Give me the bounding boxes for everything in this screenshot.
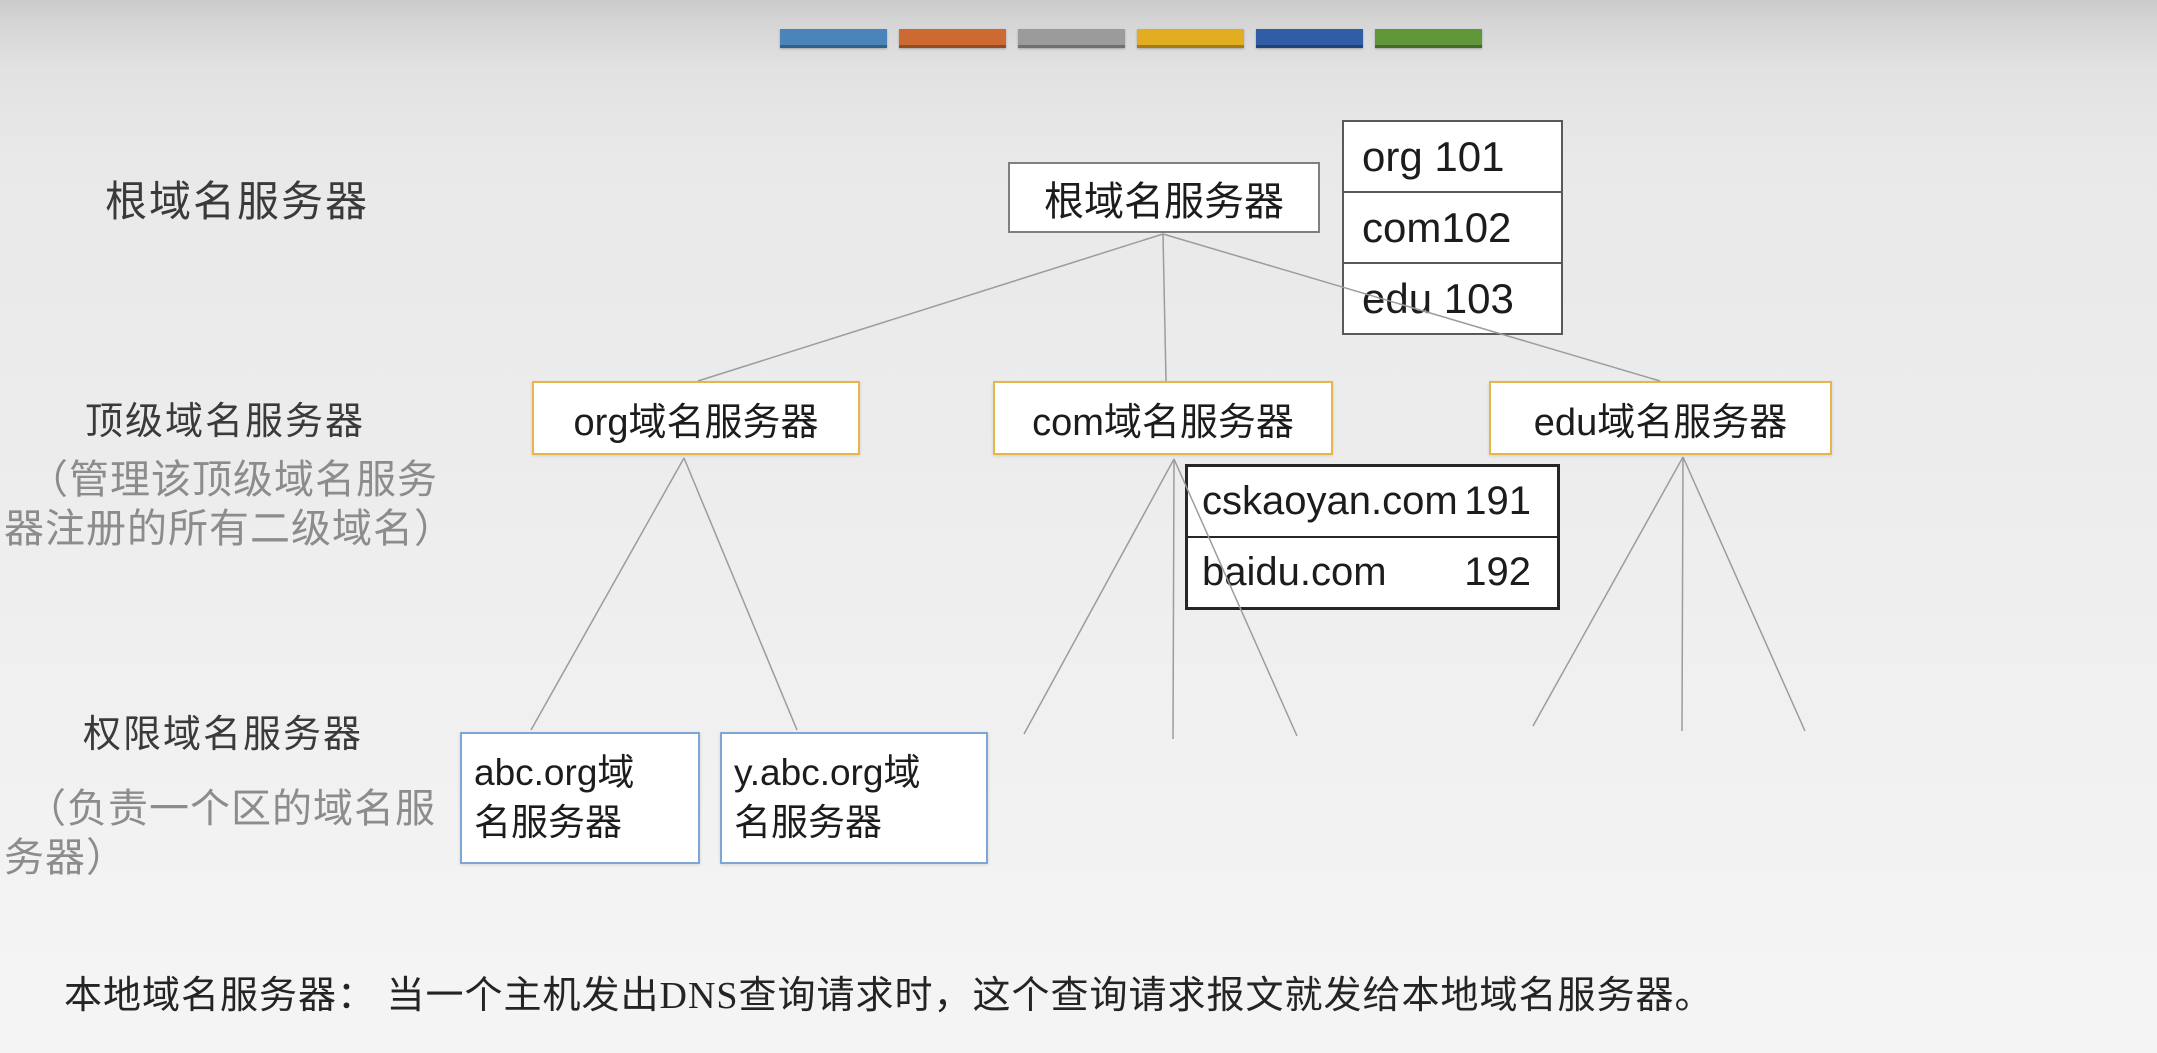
com-zone-table-row: baidu.com 192	[1188, 538, 1557, 607]
domain-name: baidu.com	[1202, 550, 1387, 594]
decorative-bar-orange	[899, 29, 1006, 48]
auth-server-box-y-abc-org: y.abc.org域 名服务器	[720, 732, 988, 864]
connector-edu-child-right	[1682, 456, 1806, 732]
row-label-tld-note-line2: 器注册的所有二级域名）	[4, 506, 455, 551]
decorative-bar-gray	[1018, 29, 1125, 48]
com-zone-table: cskaoyan.com 191 baidu.com 192	[1185, 464, 1560, 610]
auth-server-box-abc-org: abc.org域 名服务器	[460, 732, 700, 864]
decorative-bar-navy	[1256, 29, 1363, 48]
connector-root-to-org	[697, 233, 1164, 382]
connector-com-child-middle	[1172, 458, 1175, 740]
auth-server-label-line1: y.abc.org域	[734, 752, 921, 793]
root-zone-table: org 101 com102 edu 103	[1342, 120, 1563, 335]
root-zone-table-row: edu 103	[1362, 274, 1514, 322]
auth-server-label-line2: 名服务器	[734, 801, 882, 843]
com-zone-table-row: cskaoyan.com 191	[1188, 467, 1557, 538]
root-zone-table-row: com102	[1344, 193, 1561, 264]
domain-id: 192	[1464, 550, 1531, 594]
row-label-auth-note-line2: 务器）	[4, 835, 127, 880]
decorative-bar-blue	[780, 29, 887, 48]
tld-server-box-com: com域名服务器	[993, 381, 1333, 455]
root-zone-table-row: org 101	[1344, 122, 1561, 193]
connector-org-to-y-abc	[683, 457, 798, 731]
row-label-auth-title: 权限域名服务器	[83, 714, 364, 756]
connector-com-child-left	[1023, 458, 1175, 735]
root-server-box: 根域名服务器	[1008, 162, 1320, 233]
domain-id: 191	[1464, 479, 1531, 523]
local-dns-note: 本地域名服务器： 当一个主机发出DNS查询请求时，这个查询请求报文就发给本地域名…	[64, 975, 1714, 1017]
tld-server-box-edu: edu域名服务器	[1489, 381, 1832, 455]
row-label-tld-title: 顶级域名服务器	[85, 401, 366, 443]
decorative-bar-gold	[1137, 29, 1244, 48]
auth-server-label-line2: 名服务器	[474, 801, 622, 843]
connector-org-to-abc	[530, 457, 685, 731]
domain-name: cskaoyan.com	[1202, 479, 1458, 523]
decorative-bar-green	[1375, 29, 1482, 48]
connector-root-to-com	[1162, 233, 1167, 382]
auth-server-label-line1: abc.org域	[474, 752, 635, 793]
row-label-auth-note-line1: （负责一个区的域名服	[26, 786, 436, 831]
row-label-root-title: 根域名服务器	[105, 180, 370, 226]
row-label-tld-note-line1: （管理该顶级域名服务	[28, 457, 438, 502]
tld-server-box-org: org域名服务器	[532, 381, 860, 455]
connector-edu-child-middle	[1681, 456, 1684, 732]
